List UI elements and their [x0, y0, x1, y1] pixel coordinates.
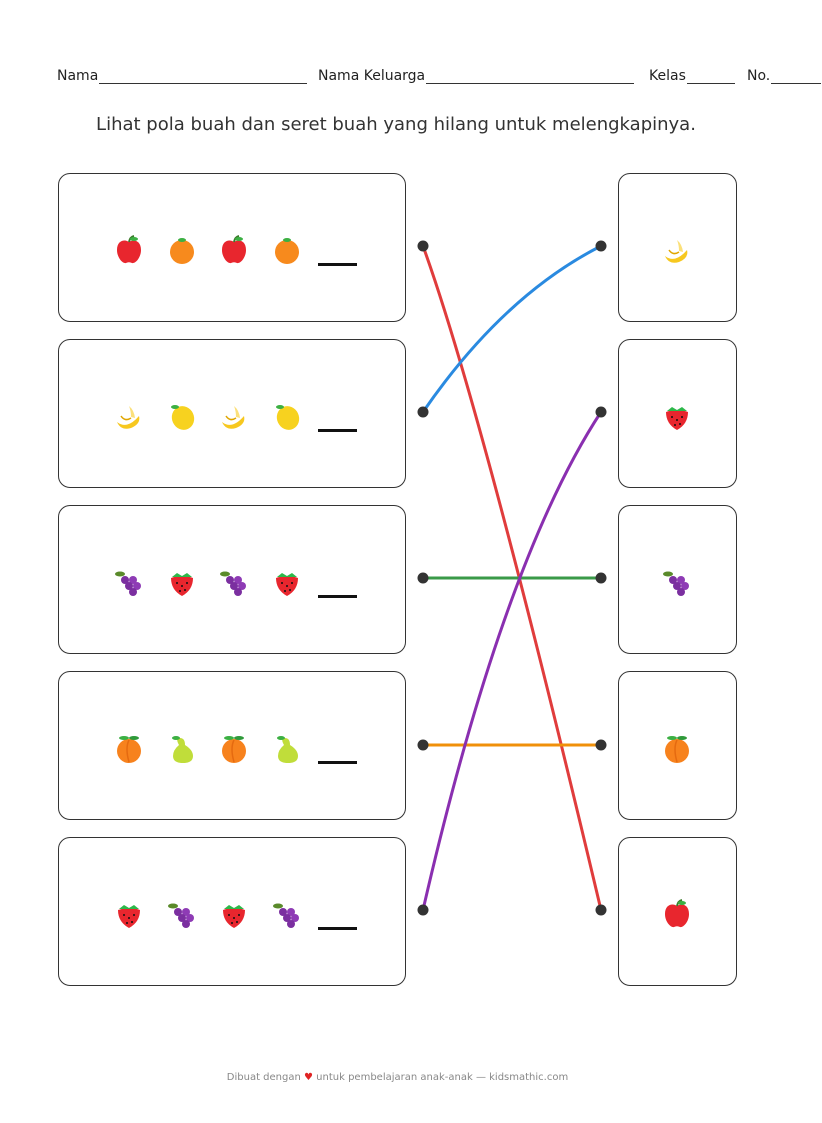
missing-fruit-blank[interactable] [318, 927, 357, 930]
footer-prefix: Dibuat dengan [226, 1072, 301, 1083]
apple-icon [216, 232, 252, 268]
pattern-box [58, 671, 406, 820]
grapes-icon [111, 564, 147, 600]
class-line[interactable] [686, 69, 735, 84]
answer-option-apple[interactable] [618, 837, 737, 986]
name-field[interactable]: Nama [57, 68, 308, 84]
peach-icon[interactable] [659, 730, 695, 766]
banana-icon [111, 398, 147, 434]
right-connector-dot[interactable] [595, 572, 607, 584]
strawberry-icon [111, 896, 147, 932]
instruction: Lihat pola buah dan seret buah yang hila… [96, 114, 696, 135]
right-connector-dot[interactable] [595, 739, 607, 751]
number-label: No. [747, 68, 771, 84]
strawberry-icon[interactable] [659, 398, 695, 434]
grapes-icon [216, 564, 252, 600]
apple-icon[interactable] [659, 896, 695, 932]
left-connector-dot[interactable] [417, 904, 429, 916]
missing-fruit-blank[interactable] [318, 429, 357, 432]
orange-icon [269, 232, 305, 268]
pattern-box [58, 173, 406, 322]
pattern-box [58, 837, 406, 986]
missing-fruit-blank[interactable] [318, 761, 357, 764]
family-name-line[interactable] [426, 69, 635, 84]
number-field[interactable]: No. [747, 68, 822, 84]
grapes-icon [269, 896, 305, 932]
right-connector-dot[interactable] [595, 406, 607, 418]
footer: Dibuat dengan ♥ untuk pembelajaran anak-… [0, 1072, 795, 1083]
class-field[interactable]: Kelas [649, 68, 735, 84]
heart-icon: ♥ [304, 1072, 313, 1083]
pear-icon [164, 730, 200, 766]
pear-icon [269, 730, 305, 766]
lemon-icon [269, 398, 305, 434]
left-connector-dot[interactable] [417, 739, 429, 751]
pattern-box [58, 505, 406, 654]
pattern-box [58, 339, 406, 488]
lemon-icon [164, 398, 200, 434]
peach-icon [111, 730, 147, 766]
footer-suffix: untuk pembelajaran anak-anak — kidsmathi… [316, 1072, 569, 1083]
missing-fruit-blank[interactable] [318, 595, 357, 598]
family-name-label: Nama Keluarga [318, 68, 426, 84]
connection-line[interactable] [421, 245, 603, 911]
number-line[interactable] [771, 69, 822, 84]
strawberry-icon [269, 564, 305, 600]
strawberry-icon [164, 564, 200, 600]
answer-option-strawberry[interactable] [618, 339, 737, 488]
name-label: Nama [57, 68, 99, 84]
banana-icon [216, 398, 252, 434]
right-connector-dot[interactable] [595, 904, 607, 916]
answer-option-banana[interactable] [618, 173, 737, 322]
missing-fruit-blank[interactable] [318, 263, 357, 266]
grapes-icon [164, 896, 200, 932]
orange-icon [164, 232, 200, 268]
class-label: Kelas [649, 68, 686, 84]
connection-line[interactable] [421, 411, 603, 911]
left-connector-dot[interactable] [417, 572, 429, 584]
grapes-icon[interactable] [659, 564, 695, 600]
connection-line[interactable] [421, 244, 602, 413]
answer-option-grapes[interactable] [618, 505, 737, 654]
banana-icon[interactable] [659, 232, 695, 268]
family-name-field[interactable]: Nama Keluarga [318, 68, 635, 84]
apple-icon [111, 232, 147, 268]
left-connector-dot[interactable] [417, 240, 429, 252]
answer-option-peach[interactable] [618, 671, 737, 820]
name-line[interactable] [99, 69, 308, 84]
right-connector-dot[interactable] [595, 240, 607, 252]
strawberry-icon [216, 896, 252, 932]
peach-icon [216, 730, 252, 766]
left-connector-dot[interactable] [417, 406, 429, 418]
